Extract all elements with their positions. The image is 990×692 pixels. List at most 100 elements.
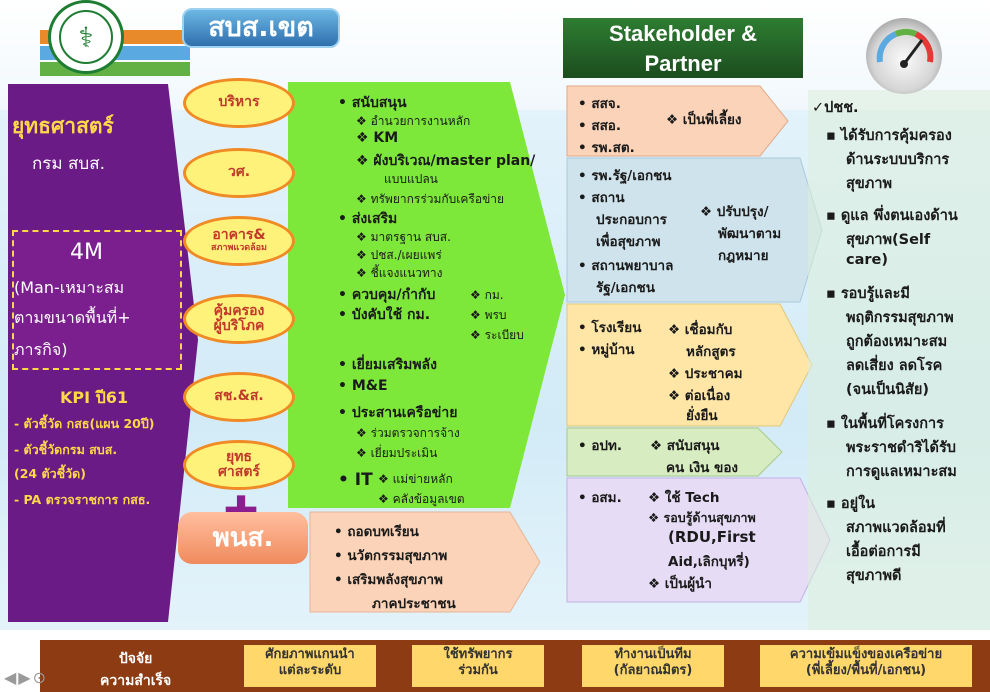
stakeholder-box-1 [566, 85, 789, 157]
kpi-line: (24 ตัวชี้วัด) [14, 466, 86, 481]
pns-line: • เสริมพลังสุขภาพ [334, 572, 443, 588]
region-header-pill: สบส.เขต [182, 8, 340, 48]
4m-line: (Man-เหมาะสม [14, 278, 125, 297]
stakeholder-role: พัฒนาตาม [718, 226, 782, 242]
people-line: เอื้อต่อการมี [846, 544, 921, 560]
oval-label: สช.&ส. [214, 388, 264, 405]
people-line: พระราชดำริได้รับ [846, 440, 956, 456]
stakeholder-box-3 [566, 303, 813, 427]
stakeholder-role: ❖ ใช้ Tech [648, 490, 720, 506]
green-item: • ประสานเครือข่าย [338, 405, 458, 421]
green-item: • สนับสนุน [338, 95, 407, 111]
4m-box [12, 230, 182, 370]
stakeholder-item: ประกอบการ [596, 212, 667, 228]
oval-consumer: คุ้มครองผู้บริโภค [183, 294, 295, 344]
stakeholder-item: • หมู่บ้าน [578, 342, 635, 358]
green-sub: ❖ KM [356, 130, 399, 146]
right-column-bg [808, 90, 990, 630]
oval-label: ผู้บริโภค [213, 318, 265, 334]
stakeholder-item: • อสม. [578, 490, 622, 506]
strategy-title: ยุทธศาสตร์ [12, 114, 114, 138]
oval-label: วศ. [227, 164, 251, 181]
oval-health-support: สช.&ส. [183, 372, 295, 422]
stakeholder-role: คน เงิน ของ [666, 460, 739, 476]
stakeholder-header: Stakeholder & Partner [563, 18, 803, 78]
people-line: ▪ ได้รับการคุ้มครอง [826, 128, 952, 144]
strategy-subtitle: กรม สบส. [32, 154, 105, 174]
green-sub: ❖ อำนวยการงานหลัก [356, 114, 471, 128]
people-heading: ✓ปชช. [812, 100, 859, 116]
ministry-logo: ⚕ [48, 0, 124, 74]
stakeholder-role: ❖ ต่อเนื่อง [668, 388, 731, 404]
stakeholder-role: ❖ เชื่อมกับ [668, 322, 733, 338]
green-item: • IT [338, 470, 373, 490]
green-item: • ควบคุม/กำกับ [338, 287, 436, 303]
green-sub: ❖ ชี้แจงแนวทาง [356, 266, 443, 280]
kpi-title: KPI ปี61 [60, 388, 129, 407]
stakeholder-box-4 [566, 427, 783, 477]
green-sub: ❖ คลังข้อมูลเขต [378, 492, 465, 506]
green-sub: ❖ ทรัพยากรร่วมกับเครือข่าย [356, 192, 505, 206]
green-sub: ❖ ผังบริเวณ/master plan/ [356, 153, 536, 169]
stakeholder-item: เพื่อสุขภาพ [596, 234, 661, 250]
stakeholder-role: ❖ ประชาคม [668, 366, 743, 382]
stakeholder-role: หลักสูตร [686, 344, 736, 360]
success-factor-line: ทำงานเป็นทีม [614, 647, 692, 662]
people-line: การดูแลเหมาะสม [846, 464, 957, 480]
kpi-line: - PA ตรวจราชการ กสธ. [14, 492, 151, 507]
oval-label: อาคาร& [212, 227, 266, 244]
stakeholder-title-line2: Partner [644, 51, 722, 76]
4m-line: ภารกิจ) [14, 340, 68, 359]
stakeholder-item: • รพ.รัฐ/เอกชน [578, 168, 672, 184]
green-sub: ❖ แม่ข่ายหลัก [378, 472, 453, 486]
oval-admin: บริหาร [183, 78, 295, 128]
stakeholder-role: ❖ สนับสนุน [650, 438, 720, 454]
oval-strategy: ยุทธศาสตร์ [183, 440, 295, 490]
oval-building: อาคาร&สภาพแวดล้อม [183, 216, 295, 266]
oval-label: บริหาร [218, 94, 260, 111]
green-arrow [288, 82, 565, 508]
green-item: • ส่งเสริม [338, 211, 398, 227]
stakeholder-role: Aid,เลิกบุหรี่) [668, 554, 750, 570]
oval-engineering: วศ. [183, 148, 295, 198]
success-factor-line: ใช้ทรัพยากร [443, 647, 513, 662]
green-sub: ❖ ร่วมตรวจการจ้าง [356, 426, 460, 440]
pns-line: • ถอดบทเรียน [334, 524, 419, 540]
people-line: สุขภาพดี [846, 568, 902, 584]
oval-label: ยุทธ [226, 448, 252, 465]
stakeholder-role: (RDU,First [668, 528, 756, 546]
stakeholder-role: ยั่งยืน [686, 408, 718, 424]
success-factors-title-line: ความสำเร็จ [100, 673, 172, 689]
green-sub: ❖ มาตรฐาน สบส. [356, 230, 451, 244]
stakeholder-role: กฎหมาย [718, 248, 769, 264]
oval-label: คุ้มครอง [213, 302, 265, 319]
stakeholder-role: ❖ เป็นผู้นำ [648, 576, 712, 592]
green-item: • บังคับใช้ กม. [338, 307, 431, 323]
green-sub: ❖ พรบ [470, 308, 507, 322]
slide-nav-icons[interactable]: ◀▶⊙ [4, 668, 49, 687]
success-factor-line: ความเข้มแข็งของเครือข่าย [789, 647, 943, 662]
success-factor-line: (พี่เลี้ยง/พื้นที่/เอกชน) [805, 663, 927, 679]
stakeholder-role: ❖ เป็นพี่เลี้ยง [666, 112, 742, 128]
success-factors-title-line: ปัจจัย [118, 651, 153, 667]
kpi-line: - ตัวชี้วัด กสธ(แผน 20ปี) [14, 416, 155, 431]
people-line: ลดเสี่ยง ลดโรค [846, 358, 943, 374]
pns-label: พนส. [178, 512, 308, 564]
green-sub: ❖ ระเบียบ [470, 328, 524, 342]
people-line: ด้านระบบบริการ [846, 152, 950, 168]
oval-label: สภาพแวดล้อม [211, 242, 267, 253]
success-factor: ศักยภาพแกนนำแต่ละระดับ [244, 645, 376, 687]
stakeholder-item: • สสจ. [578, 96, 621, 112]
success-factor: ทำงานเป็นทีม(กัลยาณมิตร) [582, 645, 724, 687]
green-item: • เยี่ยมเสริมพลัง [338, 357, 437, 373]
stakeholder-item: • สถาน [578, 190, 625, 206]
green-item: • M&E [338, 378, 388, 394]
success-factor-line: ศักยภาพแกนนำ [265, 647, 355, 662]
kpi-line: - ตัวชี้วัดกรม สบส. [14, 442, 118, 457]
people-line: ▪ ในพื้นที่โครงการ [826, 416, 944, 432]
caduceus-icon: ⚕ [59, 10, 113, 64]
stakeholder-item: • รพ.สต. [578, 140, 635, 156]
stakeholder-item: • สถานพยาบาล [578, 258, 674, 274]
people-line: สุขภาพ(Self [846, 232, 931, 248]
people-line: ▪ รอบรู้และมี [826, 286, 910, 302]
